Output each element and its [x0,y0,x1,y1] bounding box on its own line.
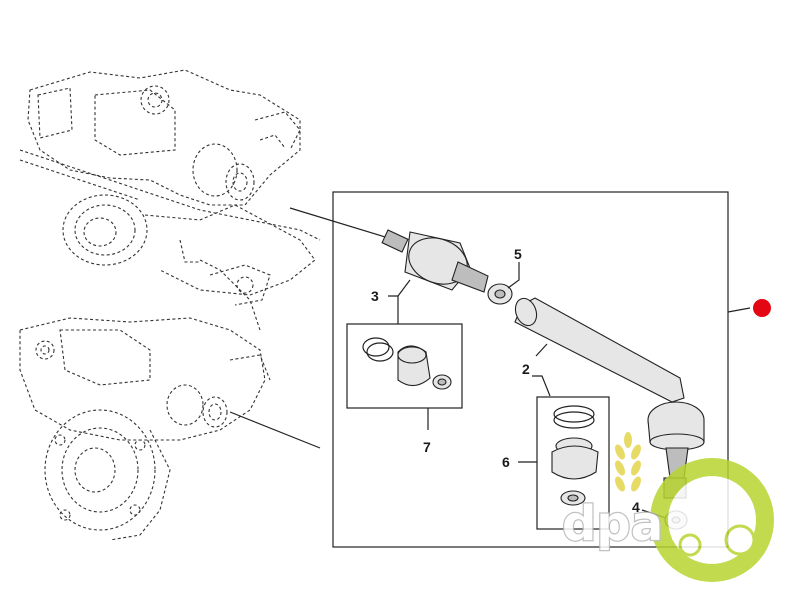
axle-housing-outline [19,69,321,541]
kit-7-frame [346,323,463,409]
kit-6-frame [536,396,610,530]
callout-7[interactable]: 7 [423,439,431,455]
part-2-tie-rod-tube[interactable] [512,295,685,403]
callout-6[interactable]: 6 [502,454,510,470]
leader-lower [229,411,321,449]
callout-4[interactable]: 4 [632,499,640,515]
wheat-icon [615,432,641,492]
parts-frame [332,191,729,548]
kit-7-parts[interactable] [362,337,452,390]
marker-leader [727,307,751,313]
leader-2-kit [532,375,551,397]
callout-2[interactable]: 2 [522,361,530,377]
dpa-logo: dpa [561,432,774,582]
part-3-inner-tie-rod-end[interactable] [381,229,489,293]
callout-3[interactable]: 3 [371,288,379,304]
logo-text: dpa [562,496,663,552]
callout-5[interactable]: 5 [514,246,522,262]
leader-3 [388,279,411,297]
leader-2-tube [535,343,548,357]
kit-6-parts[interactable] [551,405,599,506]
hotspot-marker-icon[interactable] [753,299,771,317]
part-5-nut[interactable] [487,283,513,305]
leader-5 [507,262,520,289]
